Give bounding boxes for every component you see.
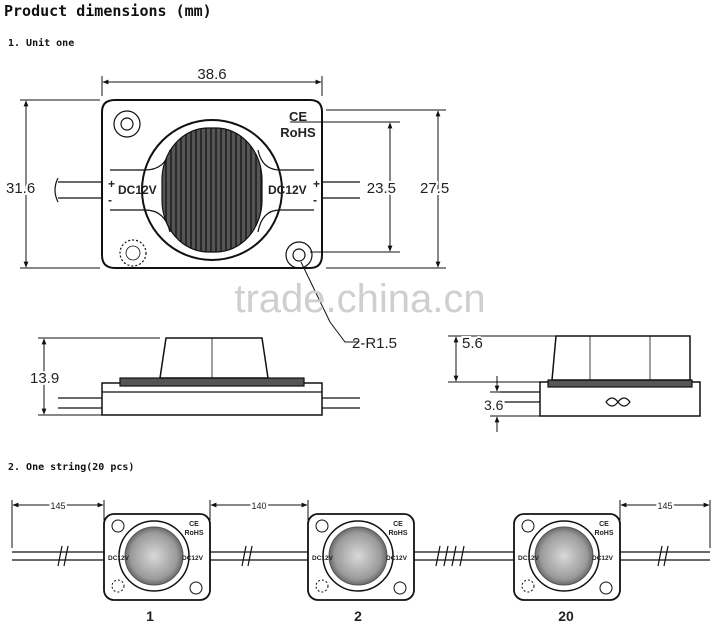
dim-end-base <box>490 376 540 432</box>
wire-break-ellipsis-icon <box>435 545 465 567</box>
svg-text:DC12V: DC12V <box>312 555 334 562</box>
dim-end-base-label: 3.6 <box>484 397 504 413</box>
dim-lead-left-label: 145 <box>50 501 65 511</box>
lens-ring <box>141 119 283 261</box>
unit-end-view <box>448 335 701 432</box>
dim-height-left <box>20 99 100 269</box>
svg-text:RoHS: RoHS <box>594 530 613 537</box>
polarity-minus-right: - <box>313 193 317 207</box>
dim-height-label: 31.6 <box>6 180 35 197</box>
side-base <box>101 382 323 416</box>
infinity-icon <box>605 397 631 407</box>
string-module-1: CE RoHS DC12V DC12V <box>103 513 211 601</box>
svg-text:CE: CE <box>599 521 609 528</box>
svg-text:DC12V: DC12V <box>108 555 130 562</box>
string-wires <box>11 500 711 567</box>
side-dome <box>159 337 269 379</box>
string-module-2: CE RoHS DC12V DC12V <box>307 513 415 601</box>
wire-right <box>322 181 360 199</box>
section-heading-unit: 1. Unit one <box>8 38 75 49</box>
dim-side-height-label: 13.9 <box>30 370 59 387</box>
voltage-label-right: DC12V <box>268 183 307 197</box>
dim-outer-height <box>326 109 446 269</box>
svg-text:RoHS: RoHS <box>184 530 203 537</box>
voltage-label-left: DC12V <box>118 183 157 197</box>
module-label-1: 1 <box>146 608 154 624</box>
dim-inner-height-label: 23.5 <box>367 180 396 197</box>
hole-callout-label: 2-R1.5 <box>352 335 397 352</box>
inner-channel <box>110 149 314 233</box>
svg-text:DC12V: DC12V <box>518 555 540 562</box>
dim-outer-height-label: 27.5 <box>420 180 449 197</box>
dim-lead-left <box>11 500 105 548</box>
svg-text:DC12V: DC12V <box>592 555 614 562</box>
svg-text:CE: CE <box>189 521 199 528</box>
polarity-plus-left: + <box>108 177 115 191</box>
section-heading-string: 2. One string(20 pcs) <box>8 462 135 473</box>
unit-top-view <box>20 76 446 343</box>
dim-width <box>101 76 323 96</box>
dim-lead-right <box>619 500 711 548</box>
string-dim-labels: 145 140 145 <box>48 499 674 513</box>
dim-inner-height <box>290 121 400 253</box>
unit-end-labels: 5.6 3.6 <box>460 333 506 415</box>
svg-text:DC12V: DC12V <box>386 555 408 562</box>
svg-text:RoHS: RoHS <box>388 530 407 537</box>
module-label-20: 20 <box>558 608 574 624</box>
wire-break-icon <box>57 545 69 567</box>
dim-spacing <box>209 500 309 520</box>
rohs-mark: RoHS <box>280 125 316 140</box>
dim-spacing-label: 140 <box>251 501 266 511</box>
wire-left <box>54 177 102 203</box>
dim-end-top-label: 5.6 <box>462 335 483 352</box>
mounting-hole-bottom-right <box>285 241 313 269</box>
string-module-labels: 1 2 20 <box>146 608 574 624</box>
heatsink-fins <box>161 127 263 253</box>
dim-width-label: 38.6 <box>197 66 226 83</box>
hole-callout-leader <box>300 261 358 343</box>
page-title: Product dimensions (mm) <box>4 2 212 20</box>
dim-end-top <box>448 335 556 383</box>
svg-text:CE: CE <box>393 521 403 528</box>
mounting-hole-top-left <box>113 110 141 138</box>
string-module-20: CE RoHS DC12V DC12V <box>513 513 621 601</box>
unit-top-labels: 38.6 31.6 23.5 27.5 CE RoHS DC12V DC12V … <box>4 66 451 352</box>
unit-side-view <box>38 337 360 416</box>
dim-side-height <box>38 337 160 416</box>
ce-mark: CE <box>289 109 307 124</box>
watermark: trade.china.cn <box>234 277 485 321</box>
svg-text:DC12V: DC12V <box>182 555 204 562</box>
polarity-minus-left: - <box>108 193 112 207</box>
dim-lead-right-label: 145 <box>657 501 672 511</box>
module-label-2: 2 <box>354 608 362 624</box>
polarity-plus-right: + <box>313 177 320 191</box>
date-stamp-icon <box>119 239 147 267</box>
end-dome <box>551 335 691 381</box>
